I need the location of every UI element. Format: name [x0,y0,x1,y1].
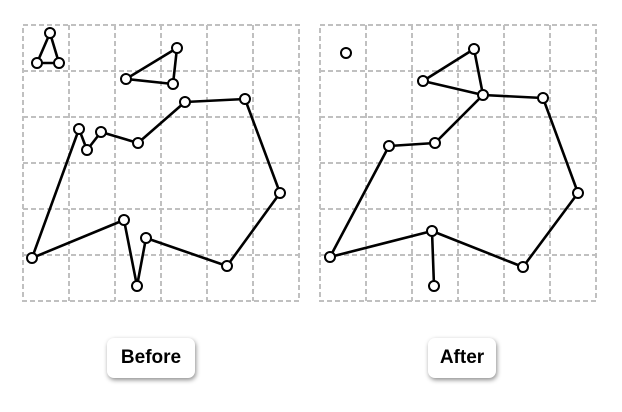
graph-node [274,187,286,199]
graph-edge [430,229,436,288]
graph-edge [30,127,81,260]
graph-edge [541,96,580,195]
after-caption: After [428,338,496,378]
graph-edge [124,77,175,86]
graph-node [221,260,233,272]
before-nodes [26,27,286,292]
graph-node [179,96,191,108]
after-edges [328,47,580,288]
after-grid [319,24,597,302]
graph-node [53,57,65,69]
graph-edge [135,236,148,288]
graph-node [572,187,584,199]
graph-edge [99,130,140,145]
graph-node [26,252,38,264]
graph-node [73,123,85,135]
graph-node [118,214,130,226]
graph-node [477,89,489,101]
graph-node [324,251,336,263]
graph-node [95,126,107,138]
graph-edge [421,79,485,97]
graph-edge [124,46,179,81]
graph-node [429,137,441,149]
graph-edge [387,141,437,148]
after-panel [319,24,597,302]
before-panel [22,24,300,302]
graph-node [81,144,93,156]
graph-node [383,140,395,152]
graph-node [428,280,440,292]
graph-node [417,75,429,87]
after-nodes [324,43,584,292]
graph-node [44,27,56,39]
graph-edge [30,218,126,260]
graph-edge [171,46,179,86]
graph-edge [328,229,434,259]
before-grid [22,24,300,302]
graph-node [131,280,143,292]
graph-node [132,137,144,149]
graph-edge [328,144,391,259]
graph-edge [225,191,282,268]
graph-node [31,57,43,69]
graph-node [517,261,529,273]
graph-node [167,78,179,90]
graph-edge [481,93,545,100]
graph-edge [421,47,476,83]
graph-edge [122,218,139,288]
graph-edge [183,97,247,104]
before-caption: Before [107,338,195,378]
graph-node [537,92,549,104]
graph-node [239,93,251,105]
graph-node [468,43,480,55]
graph-edge [433,93,485,145]
graph-edge [430,229,525,269]
graph-edge [472,47,485,97]
graph-node [140,232,152,244]
graph-node [171,42,183,54]
graph-edge [144,236,229,268]
graph-node [426,225,438,237]
graph-node [340,47,352,59]
graph-edge [243,97,282,195]
graph-node [120,73,132,85]
graph-edge [136,100,187,145]
graph-edge [521,191,580,269]
